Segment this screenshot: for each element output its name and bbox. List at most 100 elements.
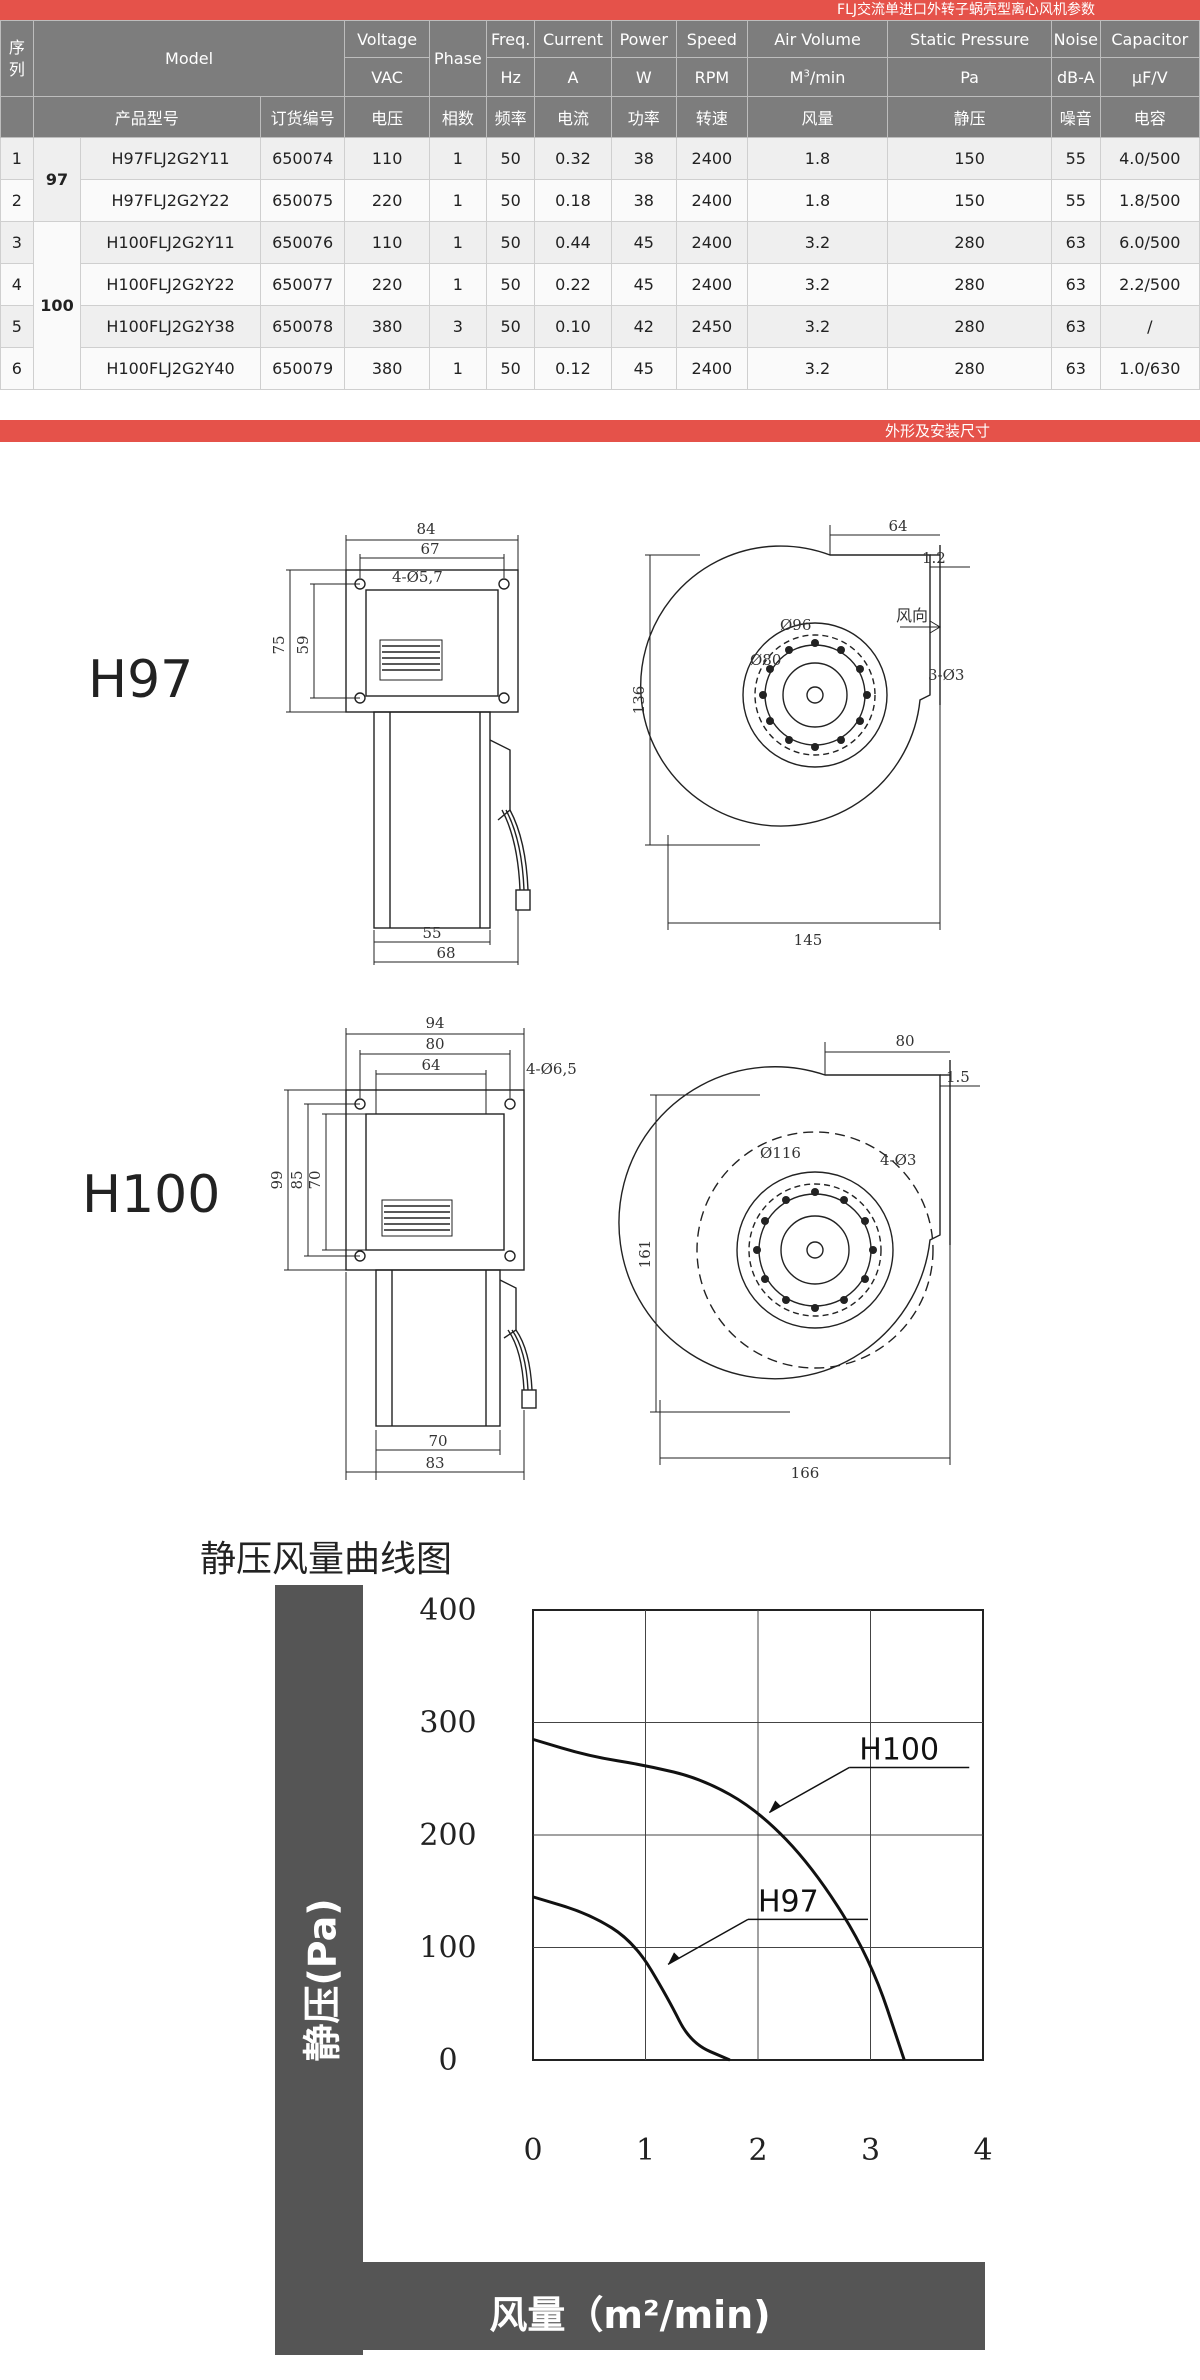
cell-power: 38	[610, 179, 678, 222]
blank-cell	[0, 96, 34, 138]
cn-order: 订货编号	[259, 96, 346, 138]
cn-air: 风量	[746, 96, 889, 138]
unit-freq: Hz	[485, 57, 536, 97]
col-phase-header: Phase	[428, 20, 487, 97]
table-row: 2 H97FLJ2G2Y22 650075 220 1 50 0.18 38 2…	[0, 179, 1200, 222]
col-cap-header: Capacitor	[1099, 20, 1200, 58]
cell-noise: 55	[1050, 137, 1101, 180]
x-tick-label: 4	[973, 2133, 992, 2168]
dim-145: 145	[794, 931, 823, 949]
table-row: 1 97 H97FLJ2G2Y11 650074 110 1 50 0.32 3…	[0, 137, 1200, 222]
cell-speed: 2400	[676, 137, 748, 180]
cell-speed: 2400	[676, 221, 748, 264]
cell-order: 650075	[259, 179, 346, 222]
col-air-header: Air Volume	[746, 20, 889, 58]
cn-cap: 电容	[1099, 96, 1200, 138]
cell-seq: 1	[0, 137, 34, 180]
dim-59: 59	[294, 635, 312, 654]
cell-model: H97FLJ2G2Y11	[80, 137, 261, 180]
col-power-header: Power	[610, 20, 678, 58]
cell-current: 0.32	[534, 137, 612, 180]
cell-noise: 63	[1050, 305, 1101, 348]
cell-power: 45	[610, 263, 678, 306]
col-seq-header: 序列	[0, 20, 34, 97]
col-noise-header: Noise	[1050, 20, 1101, 58]
unit-cap: μF/V	[1099, 57, 1200, 97]
cell-model: H97FLJ2G2Y22	[80, 179, 261, 222]
airflow-label: 风向	[896, 606, 928, 625]
dim-holes: 4-Ø5,7	[392, 568, 443, 586]
header-row-3: 产品型号 订货编号 电压 相数 频率 电流 功率 转速 风量 静压 噪音 电容	[0, 96, 1200, 138]
cell-order: 650078	[259, 305, 346, 348]
unit-static: Pa	[887, 57, 1052, 97]
dim-1-5: 1.5	[946, 1068, 970, 1086]
dimension-section-title: 外形及安装尺寸	[884, 422, 990, 440]
dim-d80: Ø80	[750, 651, 781, 669]
col-static-header: Static Pressure	[887, 20, 1052, 58]
dim-83: 83	[425, 1454, 444, 1472]
h100-front-drawing: 94 80 64 4-Ø6,5 99 85 70 70 83	[268, 1014, 577, 1480]
cell-freq: 50	[485, 305, 536, 348]
cell-model: H100FLJ2G2Y38	[80, 305, 261, 348]
cell-cap: 6.0/500	[1099, 221, 1200, 264]
cell-static: 150	[887, 179, 1052, 222]
dim-166: 166	[791, 1464, 820, 1482]
dim-136: 136	[630, 686, 648, 715]
cell-phase: 1	[428, 347, 487, 390]
y-tick-label: 200	[419, 1818, 476, 1853]
cell-order: 650079	[259, 347, 346, 390]
cn-noise: 噪音	[1050, 96, 1101, 138]
cell-air: 3.2	[746, 221, 889, 264]
cell-freq: 50	[485, 263, 536, 306]
cell-group: 100	[32, 221, 82, 390]
dim-94: 94	[425, 1014, 444, 1032]
h97-label: H97	[88, 650, 194, 710]
chart-series	[532, 1737, 906, 2062]
cell-power: 45	[610, 347, 678, 390]
cell-speed: 2400	[676, 263, 748, 306]
cell-phase: 1	[428, 221, 487, 264]
cell-static: 280	[887, 263, 1052, 306]
cell-model: H100FLJ2G2Y40	[80, 347, 261, 390]
dim-4-d3: 4-Ø3	[880, 1151, 916, 1169]
table-row: 5 H100FLJ2G2Y38 650078 380 3 50 0.10 42 …	[0, 305, 1200, 348]
cell-group: 97	[32, 137, 82, 222]
dim-70-v: 70	[306, 1170, 324, 1189]
cell-freq: 50	[485, 347, 536, 390]
y-tick-label: 100	[419, 1931, 476, 1966]
cell-air: 1.8	[746, 179, 889, 222]
cell-static: 150	[887, 137, 1052, 180]
y-axis-label: 静压(Pa)	[300, 1898, 345, 2062]
cell-air: 3.2	[746, 305, 889, 348]
cell-noise: 63	[1050, 347, 1101, 390]
cell-voltage: 220	[344, 179, 430, 222]
x-tick-label: 0	[523, 2133, 542, 2168]
cell-order: 650076	[259, 221, 346, 264]
unit-speed: RPM	[676, 57, 748, 97]
cell-current: 0.18	[534, 179, 612, 222]
x-tick-label: 2	[748, 2133, 767, 2168]
cell-phase: 1	[428, 263, 487, 306]
cell-cap: 1.8/500	[1099, 179, 1200, 222]
cn-current: 电流	[534, 96, 612, 138]
col-model-header: Model	[32, 20, 346, 97]
annotation-label: H100	[859, 1733, 939, 1768]
series-line-h100	[532, 1737, 906, 2061]
dim-1-2: 1.2	[922, 549, 946, 567]
dim-67: 67	[420, 540, 439, 558]
dim-55: 55	[422, 924, 441, 942]
annotation-leader	[768, 1766, 850, 1814]
cn-phase: 相数	[428, 96, 487, 138]
dim-85: 85	[288, 1170, 306, 1189]
y-tick-label: 0	[438, 2043, 457, 2078]
cell-phase: 1	[428, 137, 487, 180]
cell-seq: 6	[0, 347, 34, 390]
cell-air: 3.2	[746, 347, 889, 390]
dim-d116: Ø116	[760, 1144, 801, 1162]
cell-order: 650074	[259, 137, 346, 180]
col-voltage-header: Voltage	[344, 20, 430, 58]
cell-freq: 50	[485, 179, 536, 222]
chart-title: 静压风量曲线图	[200, 1539, 453, 1580]
cell-speed: 2450	[676, 305, 748, 348]
